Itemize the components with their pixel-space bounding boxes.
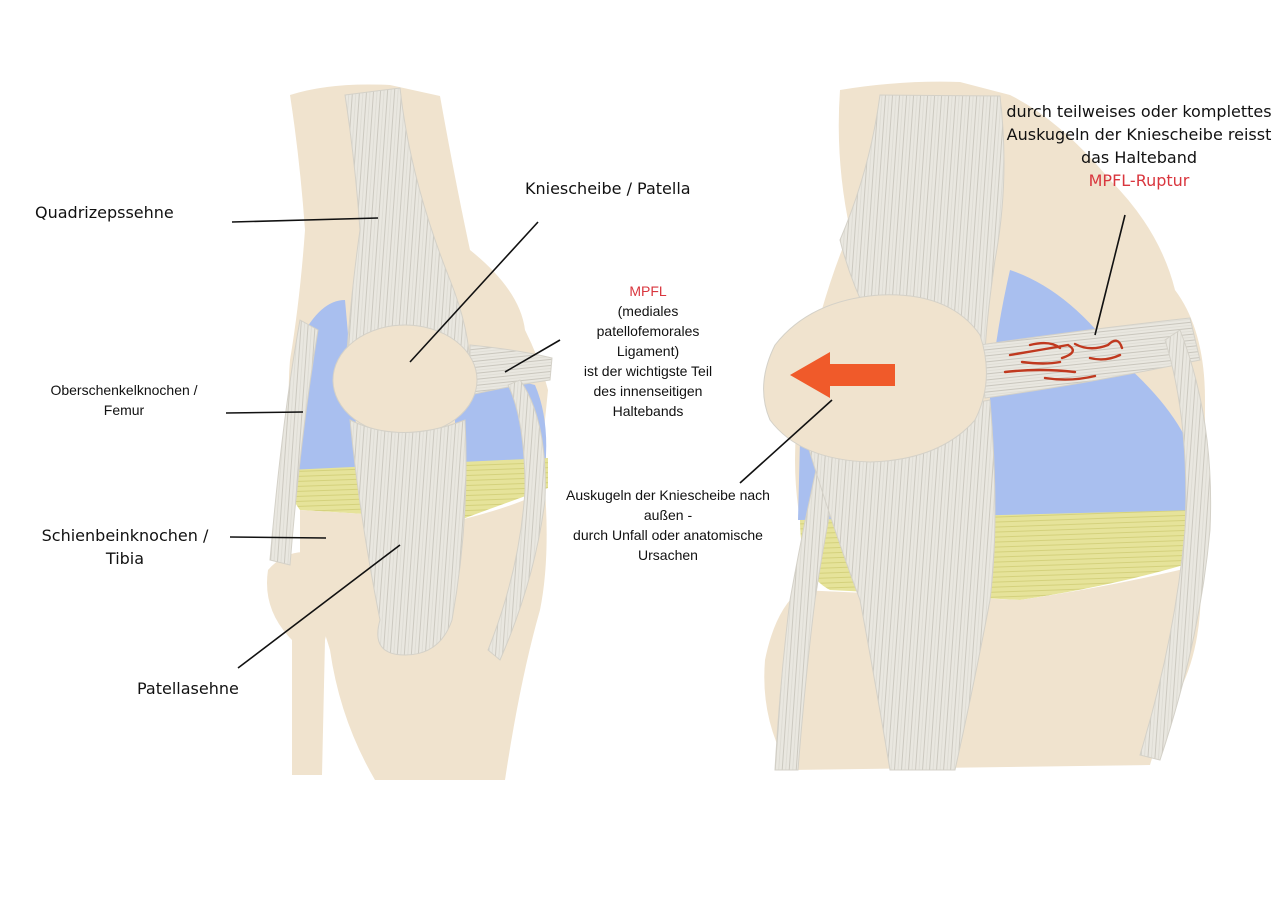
leader-quadriceps <box>231 217 379 223</box>
leader-patella <box>409 221 539 363</box>
right-knee <box>763 81 1212 771</box>
right-femur-cartilage <box>987 270 1200 520</box>
label-mpfl-rupture: durch teilweises oder komplettes Auskuge… <box>1006 102 1272 190</box>
label-femur: Oberschenkelknochen / Femur <box>50 382 198 418</box>
leader-lines <box>225 214 1126 669</box>
leader-mpfl <box>504 339 561 373</box>
left-fibula-bone <box>267 552 329 775</box>
mpfl-title: MPFL <box>629 283 667 299</box>
label-dislocation: Auskugeln der Kniescheibe nach außen - d… <box>566 487 770 563</box>
leader-rupture <box>1094 214 1126 336</box>
label-mpfl: MPFL (mediales patellofemorales Ligament… <box>570 281 726 421</box>
dislocation-arrow <box>790 352 895 398</box>
left-patella <box>332 324 478 436</box>
left-lateral-ligament <box>487 379 546 661</box>
leader-dislocation <box>739 399 833 484</box>
label-quadriceps-tendon: Quadrizepssehne <box>35 203 174 222</box>
left-knee <box>267 84 553 780</box>
rupture-title: MPFL-Ruptur <box>1088 171 1190 190</box>
right-medial-ligament <box>1139 329 1212 761</box>
leader-femur <box>225 411 304 414</box>
leader-patellar-tendon <box>237 544 401 669</box>
label-patellar-tendon: Patellasehne <box>137 679 239 698</box>
leader-tibia <box>229 536 327 539</box>
label-patella: Kniescheibe / Patella <box>525 179 691 198</box>
label-tibia: Schienbeinknochen / Tibia <box>41 526 209 568</box>
left-patellar-tendon <box>349 419 467 656</box>
left-side-ligament <box>269 319 319 566</box>
rupture-tear-marks <box>1003 339 1124 381</box>
